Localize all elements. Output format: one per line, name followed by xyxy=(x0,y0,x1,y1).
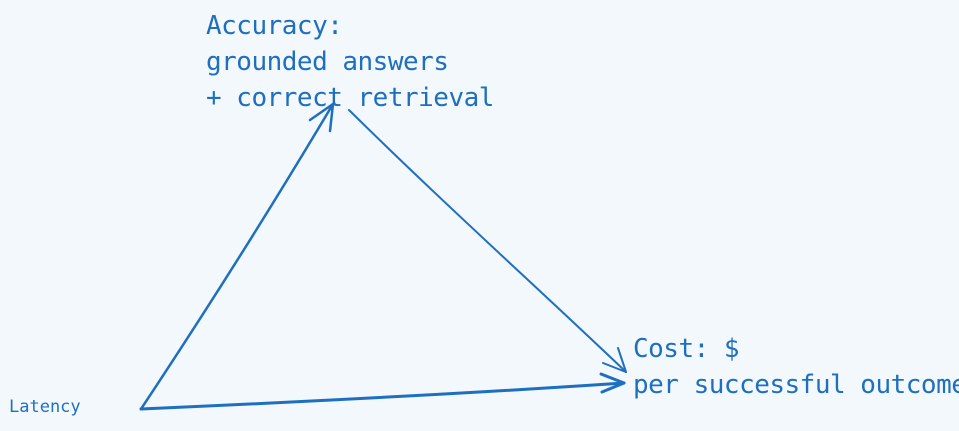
arrowhead-cost-lower xyxy=(599,372,626,394)
cost-label: Cost: $ per successful outcome xyxy=(633,331,959,403)
accuracy-title: Accuracy: xyxy=(206,11,343,41)
arrow-accuracy-to-cost xyxy=(348,109,627,373)
arrowhead-cost-upper xyxy=(602,347,627,373)
latency-label: Latency xyxy=(9,397,81,417)
accuracy-label: Accuracy: grounded answers + correct ret… xyxy=(206,8,494,116)
arrowhead-accuracy xyxy=(308,102,335,133)
arrow-latency-to-cost xyxy=(139,381,626,411)
accuracy-description-line-2: + correct retrieval xyxy=(206,83,494,113)
arrow-latency-to-accuracy xyxy=(139,102,335,411)
cost-title: Cost: $ xyxy=(633,334,740,364)
accuracy-description-line-1: grounded answers xyxy=(206,47,449,77)
cost-description: per successful outcome xyxy=(633,370,959,400)
